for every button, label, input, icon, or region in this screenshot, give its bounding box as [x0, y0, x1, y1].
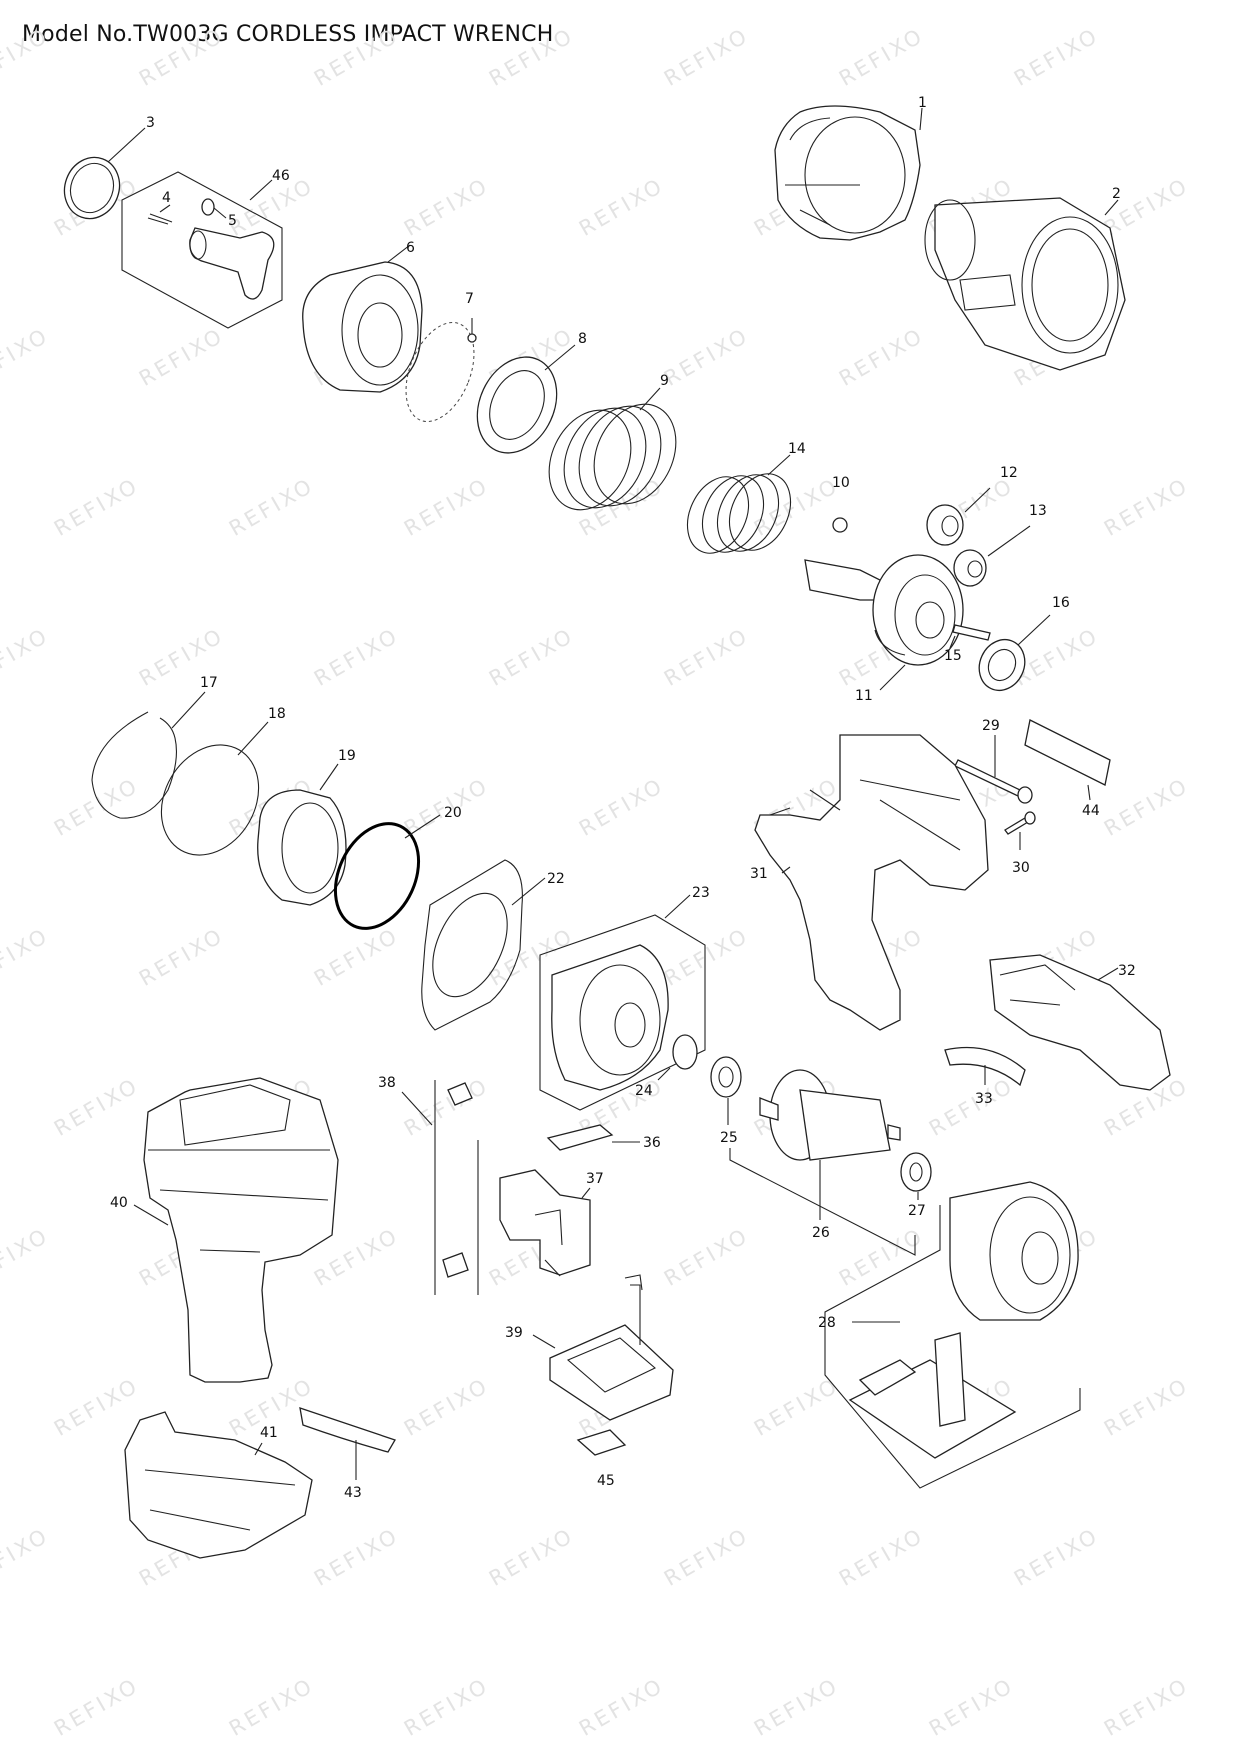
part-label-9: 9	[660, 373, 669, 389]
part-14-drawing	[686, 454, 792, 554]
part-45-drawing	[576, 1429, 627, 1456]
part-label-23: 23	[692, 885, 710, 901]
part-label-8: 8	[578, 331, 587, 347]
part-label-4: 4	[162, 190, 171, 206]
part-label-24: 24	[635, 1083, 653, 1099]
part-label-12: 12	[1000, 465, 1018, 481]
part-label-13: 13	[1029, 503, 1047, 519]
part-36-drawing	[546, 1124, 640, 1151]
part-41-drawing	[124, 1411, 313, 1559]
part-28-drawing	[824, 1181, 1081, 1489]
part-label-20: 20	[444, 805, 462, 821]
part-label-39: 39	[505, 1325, 523, 1341]
part-label-18: 18	[268, 706, 286, 722]
part-label-5: 5	[228, 213, 237, 229]
part-label-31: 31	[750, 866, 768, 882]
part-26-drawing	[729, 1069, 916, 1256]
part-40-drawing	[133, 1077, 339, 1383]
part-label-19: 19	[338, 748, 356, 764]
part-label-28: 28	[818, 1315, 836, 1331]
part-label-40: 40	[110, 1195, 128, 1211]
part-label-15: 15	[944, 648, 962, 664]
part-label-27: 27	[908, 1203, 926, 1219]
part-label-38: 38	[378, 1075, 396, 1091]
part-22-drawing	[421, 859, 546, 1031]
part-13-drawing	[953, 525, 1031, 587]
part-10-drawing	[832, 517, 848, 533]
part-46-drawing	[121, 171, 283, 329]
part-label-25: 25	[720, 1130, 738, 1146]
part-25-drawing	[710, 1056, 742, 1125]
part-label-33: 33	[975, 1091, 993, 1107]
part-label-37: 37	[586, 1171, 604, 1187]
part-8-drawing	[476, 344, 576, 454]
part-19-drawing	[257, 763, 347, 906]
part-11-drawing	[804, 554, 964, 691]
part-27-drawing	[900, 1152, 932, 1200]
part-label-10: 10	[832, 475, 850, 491]
part-1-drawing	[774, 105, 923, 241]
part-6-drawing	[302, 244, 423, 393]
part-2-drawing	[924, 197, 1126, 371]
part-3-drawing	[63, 127, 146, 220]
part-label-3: 3	[146, 115, 155, 131]
part-17-drawing	[91, 691, 206, 819]
part-30-drawing	[1004, 811, 1036, 850]
part-44-drawing	[1024, 719, 1111, 801]
part-label-43: 43	[344, 1485, 362, 1501]
part-label-22: 22	[547, 871, 565, 887]
part-label-46: 46	[272, 168, 290, 184]
part-labels: 1 2 3 4 5 6 7 8 9 10 11 12 13 14 15 16 1…	[110, 95, 1136, 1501]
part-label-26: 26	[812, 1225, 830, 1241]
part-39-drawing	[532, 1274, 674, 1421]
part-label-14: 14	[788, 441, 806, 457]
part-18-drawing	[160, 721, 269, 856]
part-label-2: 2	[1112, 186, 1121, 202]
part-29-drawing	[954, 735, 1033, 804]
part-15-drawing	[949, 624, 991, 649]
part-7-drawing	[405, 318, 477, 423]
part-label-29: 29	[982, 718, 1000, 734]
part-label-30: 30	[1012, 860, 1030, 876]
part-33-drawing	[944, 1046, 1026, 1087]
part-32-drawing	[989, 954, 1171, 1091]
page-title: Model No.TW003G CORDLESS IMPACT WRENCH	[22, 22, 554, 47]
part-label-36: 36	[643, 1135, 661, 1151]
part-43-drawing	[299, 1407, 396, 1480]
part-23-drawing	[539, 894, 706, 1111]
part-label-41: 41	[260, 1425, 278, 1441]
part-38-drawing	[401, 1080, 479, 1295]
part-label-45: 45	[597, 1473, 615, 1489]
part-16-drawing	[978, 614, 1051, 691]
part-label-11: 11	[855, 688, 873, 704]
part-37-drawing	[499, 1169, 591, 1277]
part-31-drawing	[754, 734, 989, 1031]
part-label-32: 32	[1118, 963, 1136, 979]
part-12-drawing	[926, 487, 991, 546]
part-label-16: 16	[1052, 595, 1070, 611]
part-label-1: 1	[918, 95, 927, 111]
part-label-17: 17	[200, 675, 218, 691]
part-label-7: 7	[465, 291, 474, 307]
part-9-drawing	[548, 387, 677, 511]
part-20-drawing	[333, 814, 441, 930]
part-label-44: 44	[1082, 803, 1100, 819]
part-label-6: 6	[406, 240, 415, 256]
